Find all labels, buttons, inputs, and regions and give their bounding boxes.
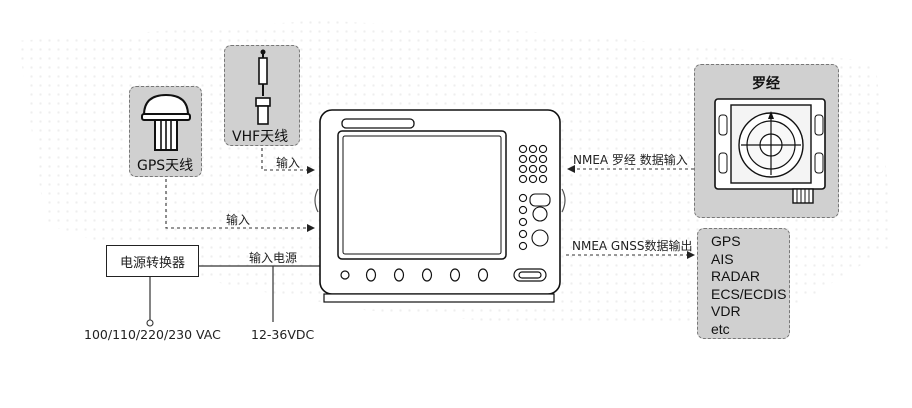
compass-input-label: NMEA 罗经 数据输入 — [573, 153, 688, 167]
power-input-label: 输入电源 — [249, 251, 298, 265]
vhf-antenna-icon — [255, 49, 271, 125]
compass-label: 罗经 — [752, 76, 780, 92]
power-converter-label: 电源转换器 — [119, 255, 185, 271]
gps-antenna-card: GPS天线 — [129, 86, 202, 177]
gps-input-label: 输入 — [226, 213, 251, 227]
power-converter-box: 电源转换器 — [106, 245, 199, 277]
ac-voltage-label: 100/110/220/230 VAC — [84, 327, 221, 342]
vhf-input-label: 输入 — [276, 156, 301, 170]
gnss-output-label: NMEA GNSS数据输出 — [572, 239, 693, 253]
output-devices-list: GPS AIS RADAR ECS/ECDIS VDR etc — [711, 233, 786, 338]
output-device: etc — [711, 320, 730, 337]
output-device: ECS/ECDIS — [711, 285, 787, 302]
gps-connection-line — [165, 179, 315, 232]
ac-terminal-icon — [146, 319, 154, 327]
dc-voltage-label: 12-36VDC — [251, 327, 315, 342]
output-device: RADAR — [711, 268, 761, 284]
vhf-antenna-card: VHF天线 — [224, 45, 300, 146]
output-device: AIS — [711, 250, 734, 267]
outputs-card — [697, 228, 790, 339]
display-unit-icon — [314, 109, 566, 303]
compass-card: 罗经 — [694, 64, 839, 218]
output-device: VDR — [711, 303, 741, 319]
vhf-connection-line — [261, 148, 315, 174]
vhf-antenna-label: VHF天线 — [232, 129, 289, 145]
output-device: GPS — [711, 233, 741, 249]
gps-antenna-label: GPS天线 — [137, 158, 194, 174]
compass-icon — [714, 98, 826, 204]
gps-antenna-icon — [141, 93, 191, 151]
